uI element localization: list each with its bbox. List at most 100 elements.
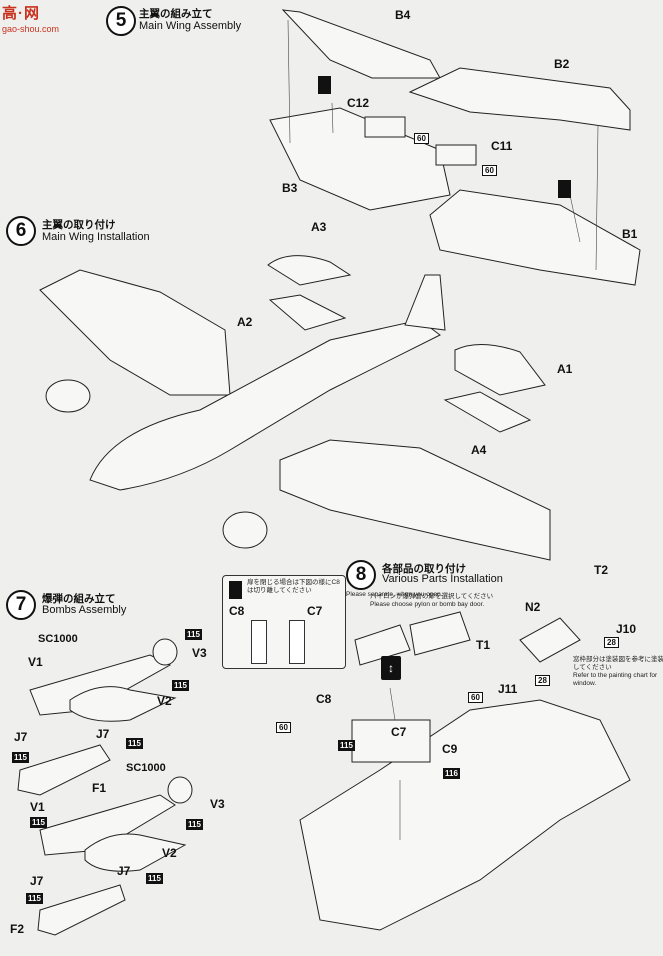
paint-badge-j7-1: 115 bbox=[12, 752, 29, 763]
label-b4: B4 bbox=[395, 8, 411, 22]
tail-ring-v3-2-drawing bbox=[167, 776, 193, 804]
paint-badge-v3-2: 115 bbox=[186, 819, 203, 830]
part-c12-drawing bbox=[364, 116, 406, 138]
part-c11-drawing bbox=[435, 144, 477, 166]
label-b3: B3 bbox=[282, 181, 298, 195]
step-number-7: 7 bbox=[6, 590, 36, 620]
watermark-url: gao-shou.com bbox=[2, 24, 60, 34]
step-6-title-en: Main Wing Installation bbox=[42, 231, 150, 243]
aircraft-step8-drawing bbox=[299, 699, 631, 931]
paint-badge-c8: 115 bbox=[338, 740, 355, 751]
engine-left-drawing bbox=[45, 379, 91, 413]
paint-badge-c12: 60 bbox=[414, 133, 429, 144]
glue-icon-2 bbox=[558, 180, 571, 198]
step-5-title-jp: 主翼の組み立て bbox=[139, 8, 213, 20]
bomb-door-callout: 扉を閉じる場合は下図の様にC8 は切り離してください C8 C7 bbox=[222, 575, 346, 669]
window-note-jp-1: 窓枠部分は塗装図を参考に塗装 bbox=[573, 656, 663, 663]
bomb-pylon-v1-2-drawing bbox=[39, 794, 176, 856]
callout-note-jp-1: 扉を閉じる場合は下図の様にC8 bbox=[247, 579, 340, 586]
window-note-en-2: window. bbox=[573, 680, 597, 687]
callout-label-c8: C8 bbox=[229, 604, 245, 618]
label-c9: C9 bbox=[442, 742, 458, 756]
label-b2: B2 bbox=[554, 57, 570, 71]
step-number-8: 8 bbox=[346, 560, 376, 590]
label-j7-2b: J7 bbox=[117, 864, 131, 878]
right-wing-drawing bbox=[279, 439, 551, 561]
step-8-title-jp: 各部品の取り付け bbox=[382, 563, 466, 575]
paint-badge-v2-1: 115 bbox=[172, 680, 189, 691]
label-j10: J10 bbox=[616, 622, 637, 636]
label-c11: C11 bbox=[491, 139, 513, 153]
callout-label-c7: C7 bbox=[307, 604, 323, 618]
label-c12: C12 bbox=[347, 96, 370, 110]
glue-icon bbox=[318, 76, 331, 94]
label-v3-1: V3 bbox=[192, 646, 207, 660]
wing-b4-drawing bbox=[281, 9, 441, 79]
step-number-5: 5 bbox=[106, 6, 136, 36]
callout-c7-door bbox=[289, 620, 305, 664]
paint-badge-j10: 28 bbox=[604, 637, 619, 648]
paint-badge-j11: 28 bbox=[535, 675, 550, 686]
label-j11: J11 bbox=[498, 682, 518, 696]
label-b1: B1 bbox=[622, 227, 638, 241]
label-f1: F1 bbox=[92, 781, 107, 795]
engine-right-drawing bbox=[222, 511, 268, 549]
label-a1: A1 bbox=[557, 362, 573, 376]
label-c8: C8 bbox=[316, 692, 332, 706]
window-note-en-1: Refer to the painting chart for bbox=[573, 672, 658, 679]
step-5-title-en: Main Wing Assembly bbox=[139, 20, 242, 32]
left-wing-drawing bbox=[39, 269, 231, 396]
bomb-mount-f2-drawing bbox=[37, 884, 126, 936]
paint-badge-j7-1b: 115 bbox=[126, 738, 143, 749]
paint-badge-v3-1: 115 bbox=[185, 629, 202, 640]
paint-badge-c9: 116 bbox=[443, 768, 460, 779]
label-v2-2: V2 bbox=[162, 846, 177, 860]
nacelle2-drawing bbox=[409, 611, 471, 656]
bay-note-jp: パイロンか爆弾倉の扉を選択してください bbox=[370, 593, 494, 600]
part-n2-drawing bbox=[519, 617, 581, 663]
label-v2-1: V2 bbox=[157, 694, 172, 708]
step-6-title-jp: 主翼の取り付け bbox=[42, 219, 116, 231]
step-7-title-jp: 爆弾の組み立て bbox=[42, 593, 116, 605]
wing-b1-drawing bbox=[429, 189, 641, 286]
stabilizer-a1-drawing bbox=[454, 343, 546, 396]
site-watermark: 高·网 gao-shou.com bbox=[2, 2, 72, 40]
label-j7-1b: J7 bbox=[96, 727, 110, 741]
label-a4: A4 bbox=[471, 443, 487, 457]
stabilizer-a2-drawing bbox=[268, 294, 347, 331]
label-a3: A3 bbox=[311, 220, 327, 234]
step-number-6: 6 bbox=[6, 216, 36, 246]
bay-note-en: Please choose pylon or bomb bay door. bbox=[370, 601, 485, 608]
label-n2: N2 bbox=[525, 600, 541, 614]
callout-c8-door bbox=[251, 620, 267, 664]
paint-badge-j7-2b: 115 bbox=[146, 873, 163, 884]
label-c7: C7 bbox=[391, 725, 407, 739]
label-f2: F2 bbox=[10, 922, 25, 936]
callout-note-jp-2: は切り離してください bbox=[247, 587, 312, 594]
label-sc1000-2: SC1000 bbox=[126, 762, 166, 774]
bomb-pylon-v1-drawing bbox=[29, 654, 172, 716]
label-sc1000-1: SC1000 bbox=[38, 633, 78, 645]
callout-note-en: Please separate, when you open. bbox=[346, 591, 443, 598]
paint-badge-j7-2: 115 bbox=[26, 893, 43, 904]
bomb-sc1000-2-drawing bbox=[84, 833, 187, 872]
paint-badge-v1-2: 115 bbox=[30, 817, 47, 828]
paint-badge-t1: 60 bbox=[468, 692, 483, 703]
bomb-mount-f1-drawing bbox=[17, 744, 111, 796]
bomb-sc1000-1-drawing bbox=[69, 686, 177, 722]
wing-b2-drawing bbox=[408, 67, 631, 131]
label-v1-2: V1 bbox=[30, 800, 45, 814]
paint-badge-c11: 60 bbox=[482, 165, 497, 176]
window-note-jp-2: してください bbox=[573, 664, 612, 671]
label-t1: T1 bbox=[476, 638, 491, 652]
tail-fin-drawing bbox=[404, 274, 446, 331]
step-8-title-en: Various Parts Installation bbox=[382, 573, 503, 585]
nacelle-drawing bbox=[354, 624, 411, 666]
watermark-title: 高·网 bbox=[2, 5, 40, 22]
label-j7-2a: J7 bbox=[30, 874, 44, 888]
label-v1-1: V1 bbox=[28, 655, 43, 669]
arrow-icon: ↕ bbox=[381, 656, 401, 680]
label-v3-2: V3 bbox=[210, 797, 225, 811]
stabilizer-a4-drawing bbox=[443, 391, 532, 433]
